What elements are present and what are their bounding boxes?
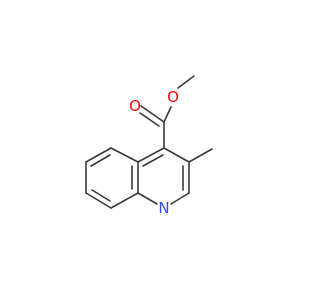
bond-c7-c8	[85, 192, 112, 209]
bond-c2-n	[170, 192, 190, 205]
bond-c5-c6	[85, 147, 112, 163]
bond-c5-c6-inner	[90, 154, 111, 167]
atom-o-ester: O	[167, 88, 179, 106]
bonds	[85, 75, 213, 209]
bond-c4a-c4	[137, 147, 165, 163]
atom-o-carbonyl: O	[129, 97, 141, 115]
bond-c3-methyl	[188, 148, 213, 163]
bond-n-c8a	[137, 192, 158, 205]
bond-c4a-c4-inner	[142, 154, 164, 167]
bond-methyl-oester	[177, 75, 195, 89]
bond-c8-c8a	[110, 192, 139, 209]
bond-c4-c3	[163, 147, 190, 163]
bond-carbonyl-double-1	[140, 105, 165, 123]
bond-carbonyl-double-2	[139, 112, 160, 127]
molecule-diagram: O O N	[85, 75, 213, 217]
bond-c4a-c5	[110, 147, 139, 163]
atom-n-ring: N	[158, 199, 169, 217]
bond-c7-c8-inner	[91, 189, 111, 202]
bond-oester-ccarbonyl	[163, 106, 172, 123]
atom-labels: O O N	[129, 88, 179, 217]
